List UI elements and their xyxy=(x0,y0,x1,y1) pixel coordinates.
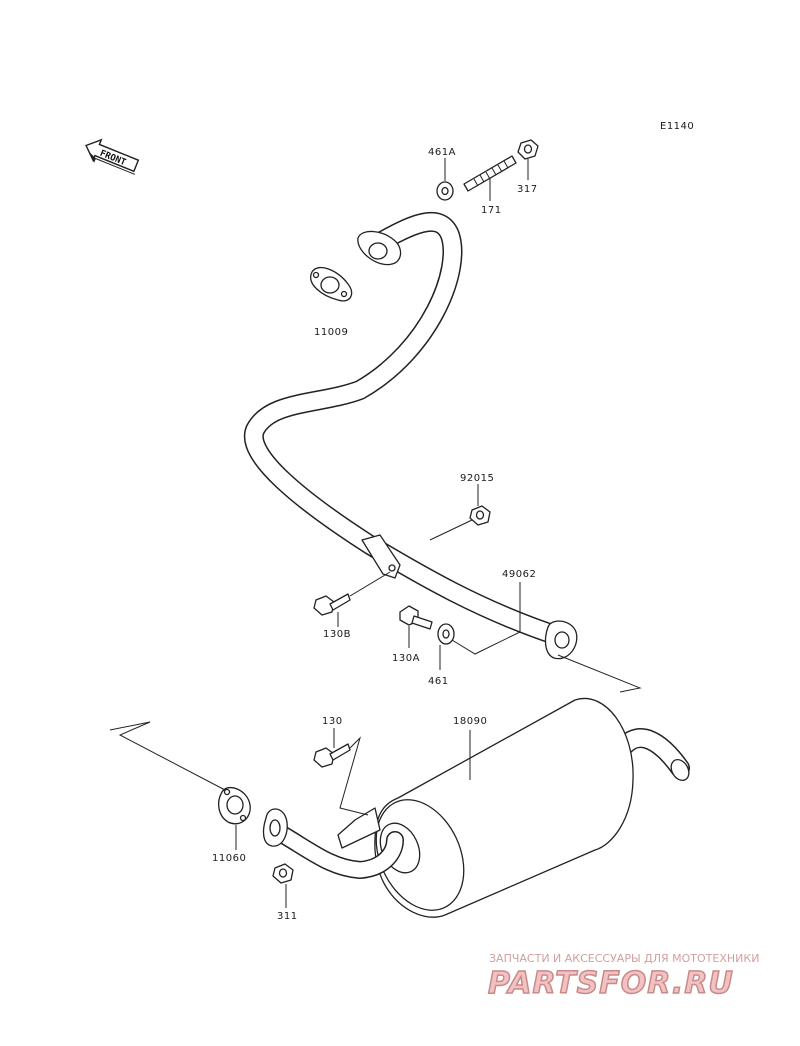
bolt-130 xyxy=(313,743,351,768)
label-130a: 130A xyxy=(392,653,420,664)
nut-317 xyxy=(517,139,539,160)
stud-171 xyxy=(463,155,517,192)
label-171: 171 xyxy=(481,205,502,216)
bolt-130a xyxy=(399,605,433,630)
label-130: 130 xyxy=(322,716,343,727)
gasket-11060 xyxy=(217,787,251,825)
label-311: 311 xyxy=(277,911,298,922)
label-92015: 92015 xyxy=(460,473,494,484)
washer-461 xyxy=(437,623,455,645)
nut-92015 xyxy=(469,505,491,526)
washer-461a xyxy=(436,181,454,201)
diagram-code: E1140 xyxy=(660,121,694,132)
label-18090: 18090 xyxy=(453,716,487,727)
label-11060: 11060 xyxy=(212,853,246,864)
watermark-brand: PARTSFOR.RU xyxy=(488,966,734,1001)
label-11009: 11009 xyxy=(314,327,348,338)
gasket-11009 xyxy=(310,267,353,302)
label-130b: 130B xyxy=(323,629,351,640)
nut-311 xyxy=(272,863,294,884)
label-49062: 49062 xyxy=(502,569,536,580)
watermark-tagline: ЗАПЧАСТИ И АКСЕССУАРЫ ДЛЯ МОТОТЕХНИКИ xyxy=(489,952,759,965)
muffler-18090 xyxy=(262,697,690,918)
exhaust-pipe-49062 xyxy=(243,211,578,660)
label-461: 461 xyxy=(428,676,449,687)
bolt-130b xyxy=(313,593,351,616)
label-461a: 461A xyxy=(428,147,456,158)
front-arrow-icon: FRONT xyxy=(85,138,140,175)
label-317: 317 xyxy=(517,184,538,195)
